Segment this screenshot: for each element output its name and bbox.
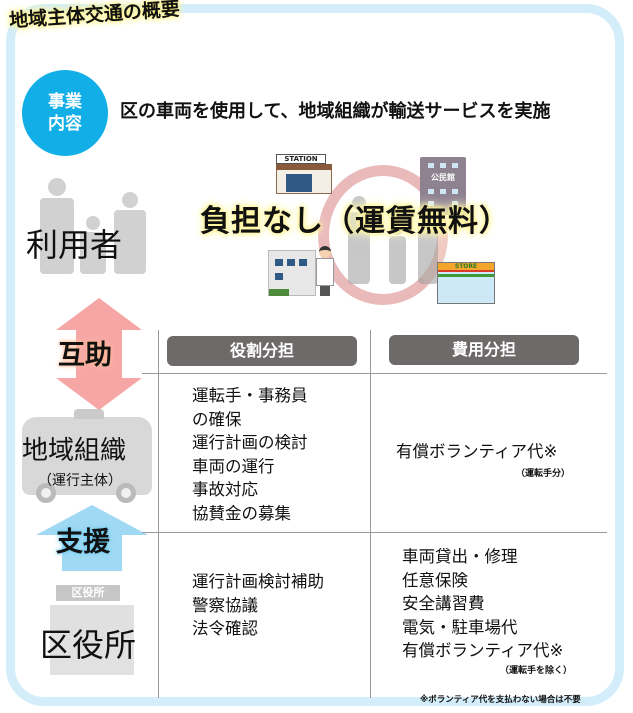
station-sign: STATION <box>276 154 326 164</box>
organization-roles: 運転手・事務員 の確保 運行計画の検討 車両の運行 事故対応 協賛金の募集 <box>192 384 308 525</box>
no-burden-label: 負担なし（運賃無料） <box>200 204 510 239</box>
bus-icon <box>22 409 152 503</box>
store-icon: STORE <box>437 262 495 304</box>
organization-cost: 有償ボランティア代※ <box>396 442 558 461</box>
list-item: 安全講習費 <box>402 594 485 613</box>
community-hall-icon: 公民館 <box>420 157 466 215</box>
list-item: 法令確認 <box>192 619 258 638</box>
list-item: 有償ボランティア代※ <box>402 641 564 660</box>
business-badge-line2: 内容 <box>48 114 82 134</box>
list-item: 運行計画の検討 <box>192 433 308 452</box>
station-icon: STATION <box>276 154 336 196</box>
list-item: 電気・駐車場代 <box>402 617 518 637</box>
table-divider-top <box>142 373 607 374</box>
mutual-aid-arrow-down-icon <box>56 378 142 410</box>
ward-office-icon: 区役所 <box>44 585 140 677</box>
organization-cost-note: （運転手分） <box>516 469 571 479</box>
mutual-aid-arrow-up-icon <box>56 298 142 330</box>
table-divider-left <box>158 330 159 698</box>
doctor-icon <box>316 246 334 296</box>
store-sign: STORE <box>438 263 494 272</box>
footnote: ※ボランティア代を支払わない場合は不要 <box>420 695 581 705</box>
ward-costs: 車両貸出・修理 任意保険 安全講習費 電気・駐車場代 有償ボランティア代※ <box>402 545 563 663</box>
list-item: 運転手・事務員 <box>192 386 308 405</box>
list-item: 警察協議 <box>192 595 258 615</box>
support-arrow-icon <box>36 505 148 535</box>
list-item: 運行計画検討補助 <box>192 572 324 591</box>
ward-office-label: 区役所 <box>40 626 137 664</box>
ward-cost-note: （運転手を除く） <box>500 666 573 676</box>
users-silhouette-icon <box>22 178 152 274</box>
list-item: 車両の運行 <box>192 456 275 476</box>
users-label: 利用者 <box>26 226 123 264</box>
business-badge: 事業 内容 <box>22 70 108 156</box>
business-description: 区の車両を使用して、地域組織が輸送サービスを実施 <box>120 101 551 122</box>
mutual-aid-label: 互助 <box>58 340 112 371</box>
ward-office-sign: 区役所 <box>56 585 120 601</box>
table-divider-middle <box>142 532 607 533</box>
ward-roles: 運行計画検討補助 警察協議 法令確認 <box>192 570 324 641</box>
hospital-icon <box>268 250 316 296</box>
header-costs: 費用分担 <box>389 335 579 365</box>
list-item: 協賛金の募集 <box>192 503 291 523</box>
list-item: 任意保険 <box>402 570 468 590</box>
list-item: 事故対応 <box>192 480 258 499</box>
organization-label: 地域組織 <box>22 436 127 466</box>
list-item: の確保 <box>192 409 242 429</box>
cycle-arrow-icon <box>318 165 448 305</box>
business-badge-line1: 事業 <box>48 92 82 112</box>
community-hall-sign: 公民館 <box>431 173 455 182</box>
support-arrow-stem <box>62 535 122 571</box>
mutual-aid-arrow-stem <box>76 328 122 380</box>
list-item: 車両貸出・修理 <box>402 547 518 566</box>
support-label: 支援 <box>56 527 110 558</box>
header-roles: 役割分担 <box>167 336 357 366</box>
table-divider-mid <box>370 330 371 698</box>
organization-sublabel: （運行主体） <box>38 473 122 489</box>
family-silhouette-icon <box>340 196 460 296</box>
